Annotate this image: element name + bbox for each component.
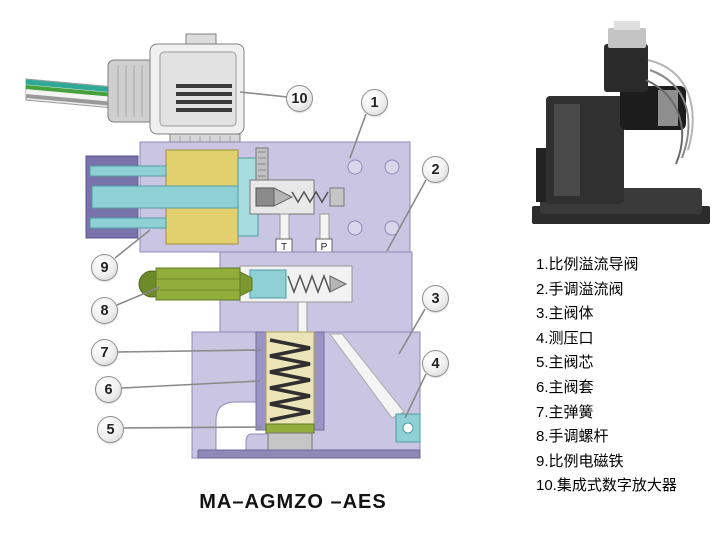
port-label-t: T: [281, 242, 287, 253]
solenoid-coil-bottom: [165, 205, 239, 245]
callout-2: 2: [422, 156, 449, 183]
proportional-solenoid: [85, 149, 259, 245]
callout-4: 4: [422, 350, 449, 377]
product-photo: [532, 21, 710, 224]
legend-item-2: 2.手调溢流阀: [536, 280, 624, 298]
legend-item-3: 3.主阀体: [536, 305, 594, 323]
legend-item-9: 9.比例电磁铁: [536, 452, 624, 470]
manual-adjuster: [138, 267, 253, 301]
digital-amplifier: [149, 33, 245, 135]
flow-elbow-channel: [215, 401, 267, 459]
photo-connector: [604, 44, 648, 92]
callout-8: 8: [91, 297, 118, 324]
test-port: [395, 413, 421, 443]
solenoid-coil-top: [165, 149, 239, 189]
callout-7: 7: [91, 339, 118, 366]
legend: 1.比例溢流导阀 2.手调溢流阀 3.主阀体 4.测压口 5.主阀芯 6.主阀套…: [536, 253, 718, 499]
pilot-channels: T P: [275, 213, 333, 254]
legend-item-4: 4.测压口: [536, 329, 594, 347]
legend-item-1: 1.比例溢流导阀: [536, 256, 639, 273]
legend-item-5: 5.主阀芯: [536, 354, 594, 372]
main-valve-body: [191, 331, 421, 459]
port-label-p: P: [321, 242, 328, 253]
cable: [25, 78, 115, 109]
callout-1: 1: [361, 89, 388, 116]
main-valve-sleeve-right: [313, 331, 325, 431]
main-spring: [269, 338, 311, 422]
legend-item-7: 7.主弹簧: [536, 403, 594, 421]
callout-6: 6: [95, 376, 122, 403]
legend-item-8: 8.手调螺杆: [536, 428, 609, 446]
callout-9: 9: [91, 254, 118, 281]
model-caption: MA–AGMZO –AES: [199, 491, 387, 513]
callout-5: 5: [97, 416, 124, 443]
solenoid-armature: [91, 185, 259, 209]
callout-10: 10: [286, 85, 313, 112]
callout-3: 3: [422, 285, 449, 312]
legend-item-6: 6.主阀套: [536, 378, 594, 396]
callout-leader-lines: [114, 91, 427, 429]
manual-relief-block: [219, 251, 413, 333]
legend-item-10: 10.集成式数字放大器: [536, 477, 677, 495]
